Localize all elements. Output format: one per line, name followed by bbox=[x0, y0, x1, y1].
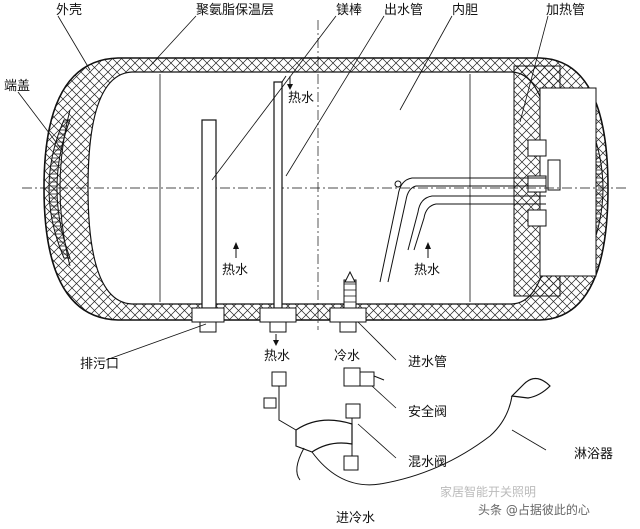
label-outer-shell: 外壳 bbox=[56, 3, 82, 18]
shower-hose bbox=[311, 395, 513, 486]
label-hot-water-right: 热水 bbox=[414, 263, 440, 278]
cold-water-diffuser bbox=[343, 270, 357, 309]
magnesium-rod bbox=[201, 119, 217, 309]
label-mixing-valve: 混水阀 bbox=[408, 455, 447, 470]
label-magnesium-rod: 镁棒 bbox=[336, 3, 362, 18]
label-heating-tube: 加热管 bbox=[546, 3, 585, 18]
heating-tube bbox=[379, 177, 546, 283]
drain-fitting bbox=[191, 307, 225, 333]
label-hot-water-port: 热水 bbox=[264, 349, 290, 364]
watermark-author: 头条 @占据彼此的心 bbox=[478, 502, 590, 517]
watermark-faded: 家居智能开关照明 bbox=[440, 484, 536, 499]
label-safety-valve: 安全阀 bbox=[408, 404, 447, 420]
label-inner-tank: 内胆 bbox=[452, 2, 478, 18]
label-drain-outlet: 排污口 bbox=[80, 357, 119, 372]
label-outlet-pipe: 出水管 bbox=[384, 3, 423, 18]
shower-head bbox=[510, 377, 551, 399]
safety-valve bbox=[343, 367, 385, 387]
flow-arrows bbox=[233, 76, 431, 346]
label-hot-water-left: 热水 bbox=[222, 263, 248, 278]
heating-element-housing bbox=[513, 65, 597, 297]
label-polyurethane-insulation: 聚氨脂保温层 bbox=[196, 3, 274, 18]
watermark: 家居智能开关照明 头条 @占据彼此的心 bbox=[440, 484, 590, 517]
hot-water-fitting bbox=[259, 307, 297, 333]
labels: 外壳 聚氨脂保温层 镁棒 出水管 内胆 加热管 端盖 热水 热水 热水 排污口 … bbox=[4, 2, 613, 526]
mixing-valve bbox=[295, 403, 361, 481]
label-shower: 淋浴器 bbox=[574, 447, 613, 462]
hot-water-line bbox=[263, 371, 297, 431]
centerlines bbox=[22, 20, 628, 330]
label-cold-water-in: 进冷水 bbox=[336, 511, 375, 526]
cold-water-fitting bbox=[329, 307, 367, 333]
leader-lines bbox=[17, 15, 549, 459]
label-end-cap: 端盖 bbox=[4, 79, 30, 94]
label-inlet-pipe: 进水管 bbox=[408, 355, 447, 370]
label-cold-water-port: 冷水 bbox=[334, 349, 360, 364]
label-hot-water-top: 热水 bbox=[288, 91, 314, 106]
